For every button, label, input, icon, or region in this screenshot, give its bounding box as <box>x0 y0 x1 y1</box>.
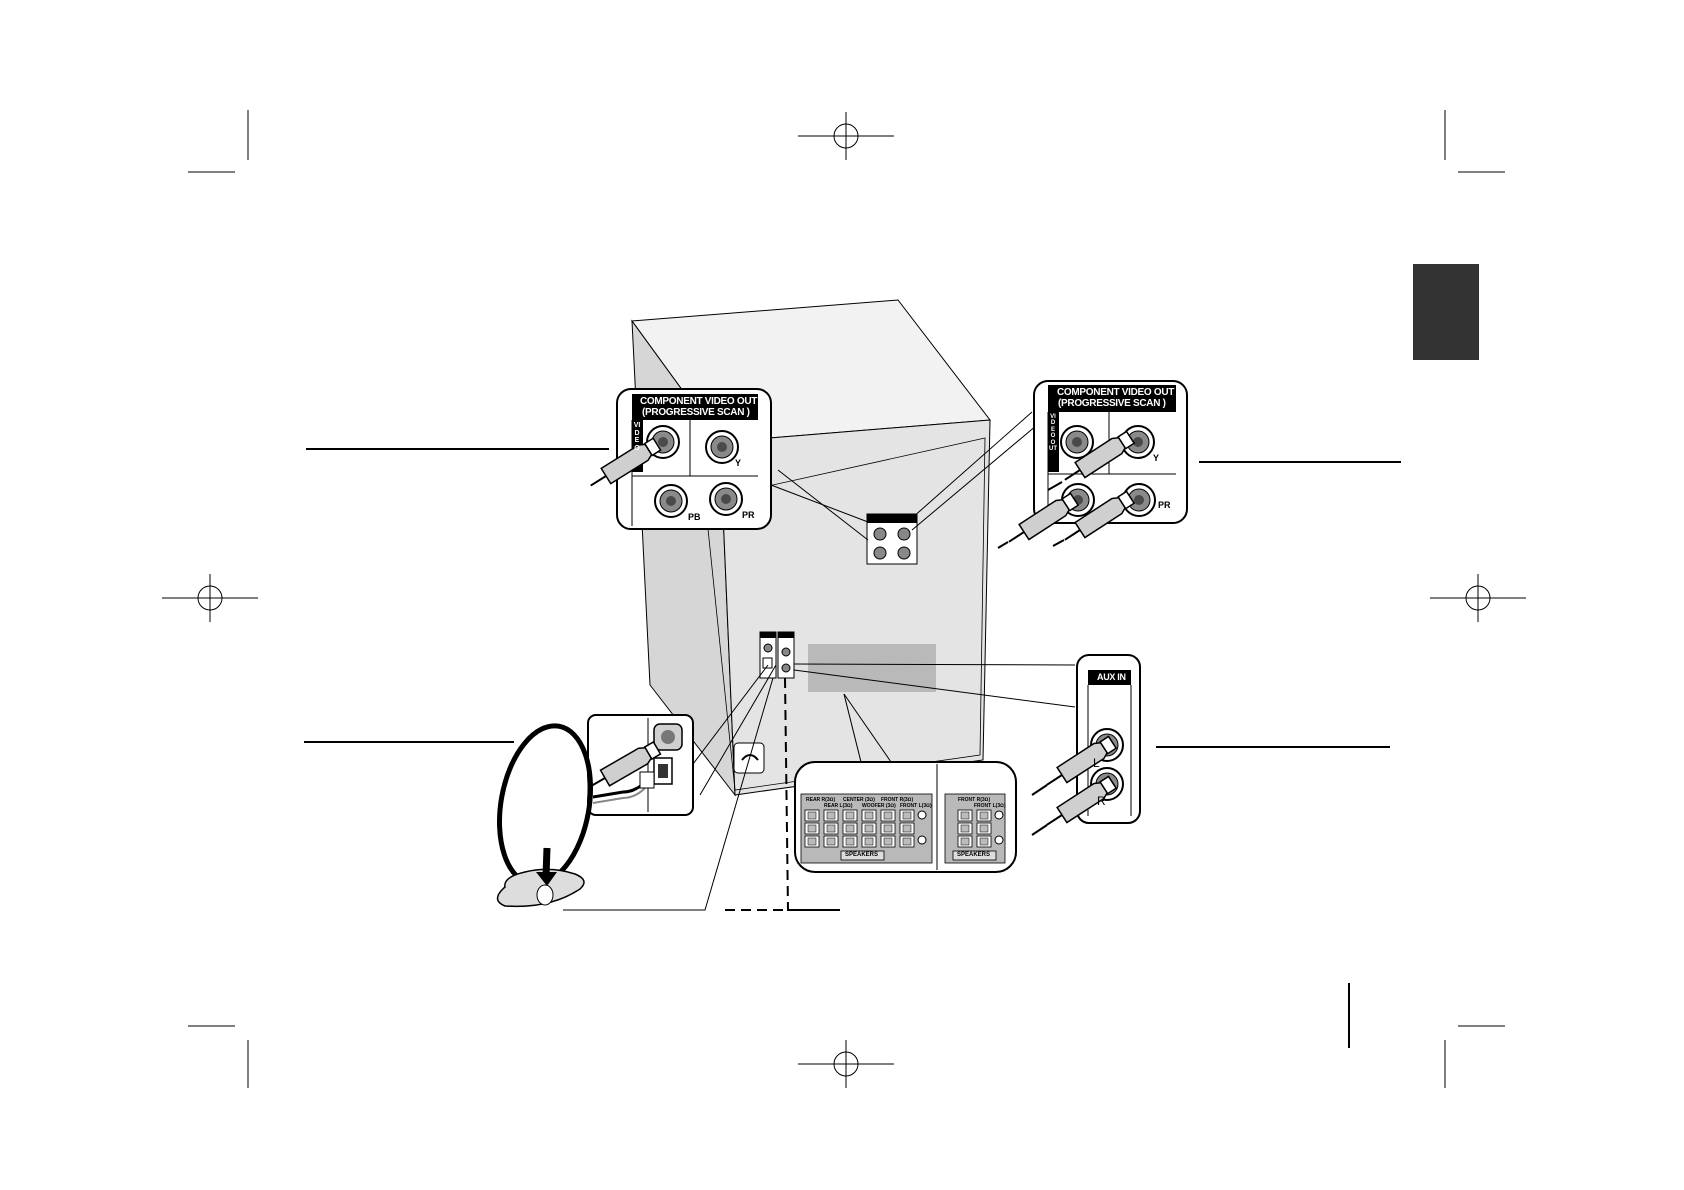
component-jack-panel-small <box>866 513 918 565</box>
antenna-jack-panel <box>583 714 694 816</box>
crop-mark-icon <box>188 110 1505 1088</box>
section-tab <box>1413 264 1479 360</box>
callout-lines <box>304 448 1401 748</box>
component-panel-left <box>584 388 772 530</box>
loop-antenna-icon <box>496 723 594 908</box>
speakers-label-right: SPEAKERS <box>957 852 991 858</box>
terminal-label-woofer: WOOFER (3Ω) <box>862 803 896 809</box>
component-panel-right <box>997 380 1188 551</box>
terminal-label-rear-r: REAR R(3Ω) <box>806 797 836 803</box>
rear-jack-strip <box>733 631 795 774</box>
video-out-label-right: VIDEO OUT <box>1049 414 1057 453</box>
terminal-label-front-r-2: FRONT R(3Ω) <box>958 797 991 803</box>
aux-in-title: AUX IN <box>1097 672 1126 682</box>
jack-pr-left: PR <box>742 510 755 520</box>
component-subtitle-right: (PROGRESSIVE SCAN ) <box>1058 398 1166 409</box>
jack-pb-left: PB <box>688 512 701 522</box>
terminal-label-front-l: FRONT L(3Ω) <box>900 803 932 809</box>
terminal-label-front-l-2: FRONT L(3Ω) <box>974 803 1006 809</box>
video-label-left: VIDEO <box>633 422 641 452</box>
component-title-left: COMPONENT VIDEO OUT <box>640 396 758 407</box>
terminal-label-rear-l: REAR L(3Ω) <box>824 803 853 809</box>
terminal-label-center: CENTER (3Ω) <box>843 797 875 803</box>
terminal-label-front-r: FRONT R(3Ω) <box>881 797 914 803</box>
speaker-terminal-area <box>808 644 936 692</box>
component-title-right: COMPONENT VIDEO OUT <box>1057 387 1175 398</box>
jack-y-left: Y <box>735 458 742 468</box>
jack-y-right: Y <box>1153 453 1160 463</box>
jack-pr-right: PR <box>1158 500 1171 510</box>
component-subtitle-left: (PROGRESSIVE SCAN ) <box>642 407 750 418</box>
speaker-terminal-panel <box>794 761 1017 873</box>
speakers-label-left: SPEAKERS <box>845 852 879 858</box>
aux-jack-l: L <box>1093 756 1100 770</box>
leader-lines <box>563 411 1076 911</box>
aux-in-panel <box>1031 654 1141 836</box>
aux-jack-r: R <box>1097 794 1106 808</box>
